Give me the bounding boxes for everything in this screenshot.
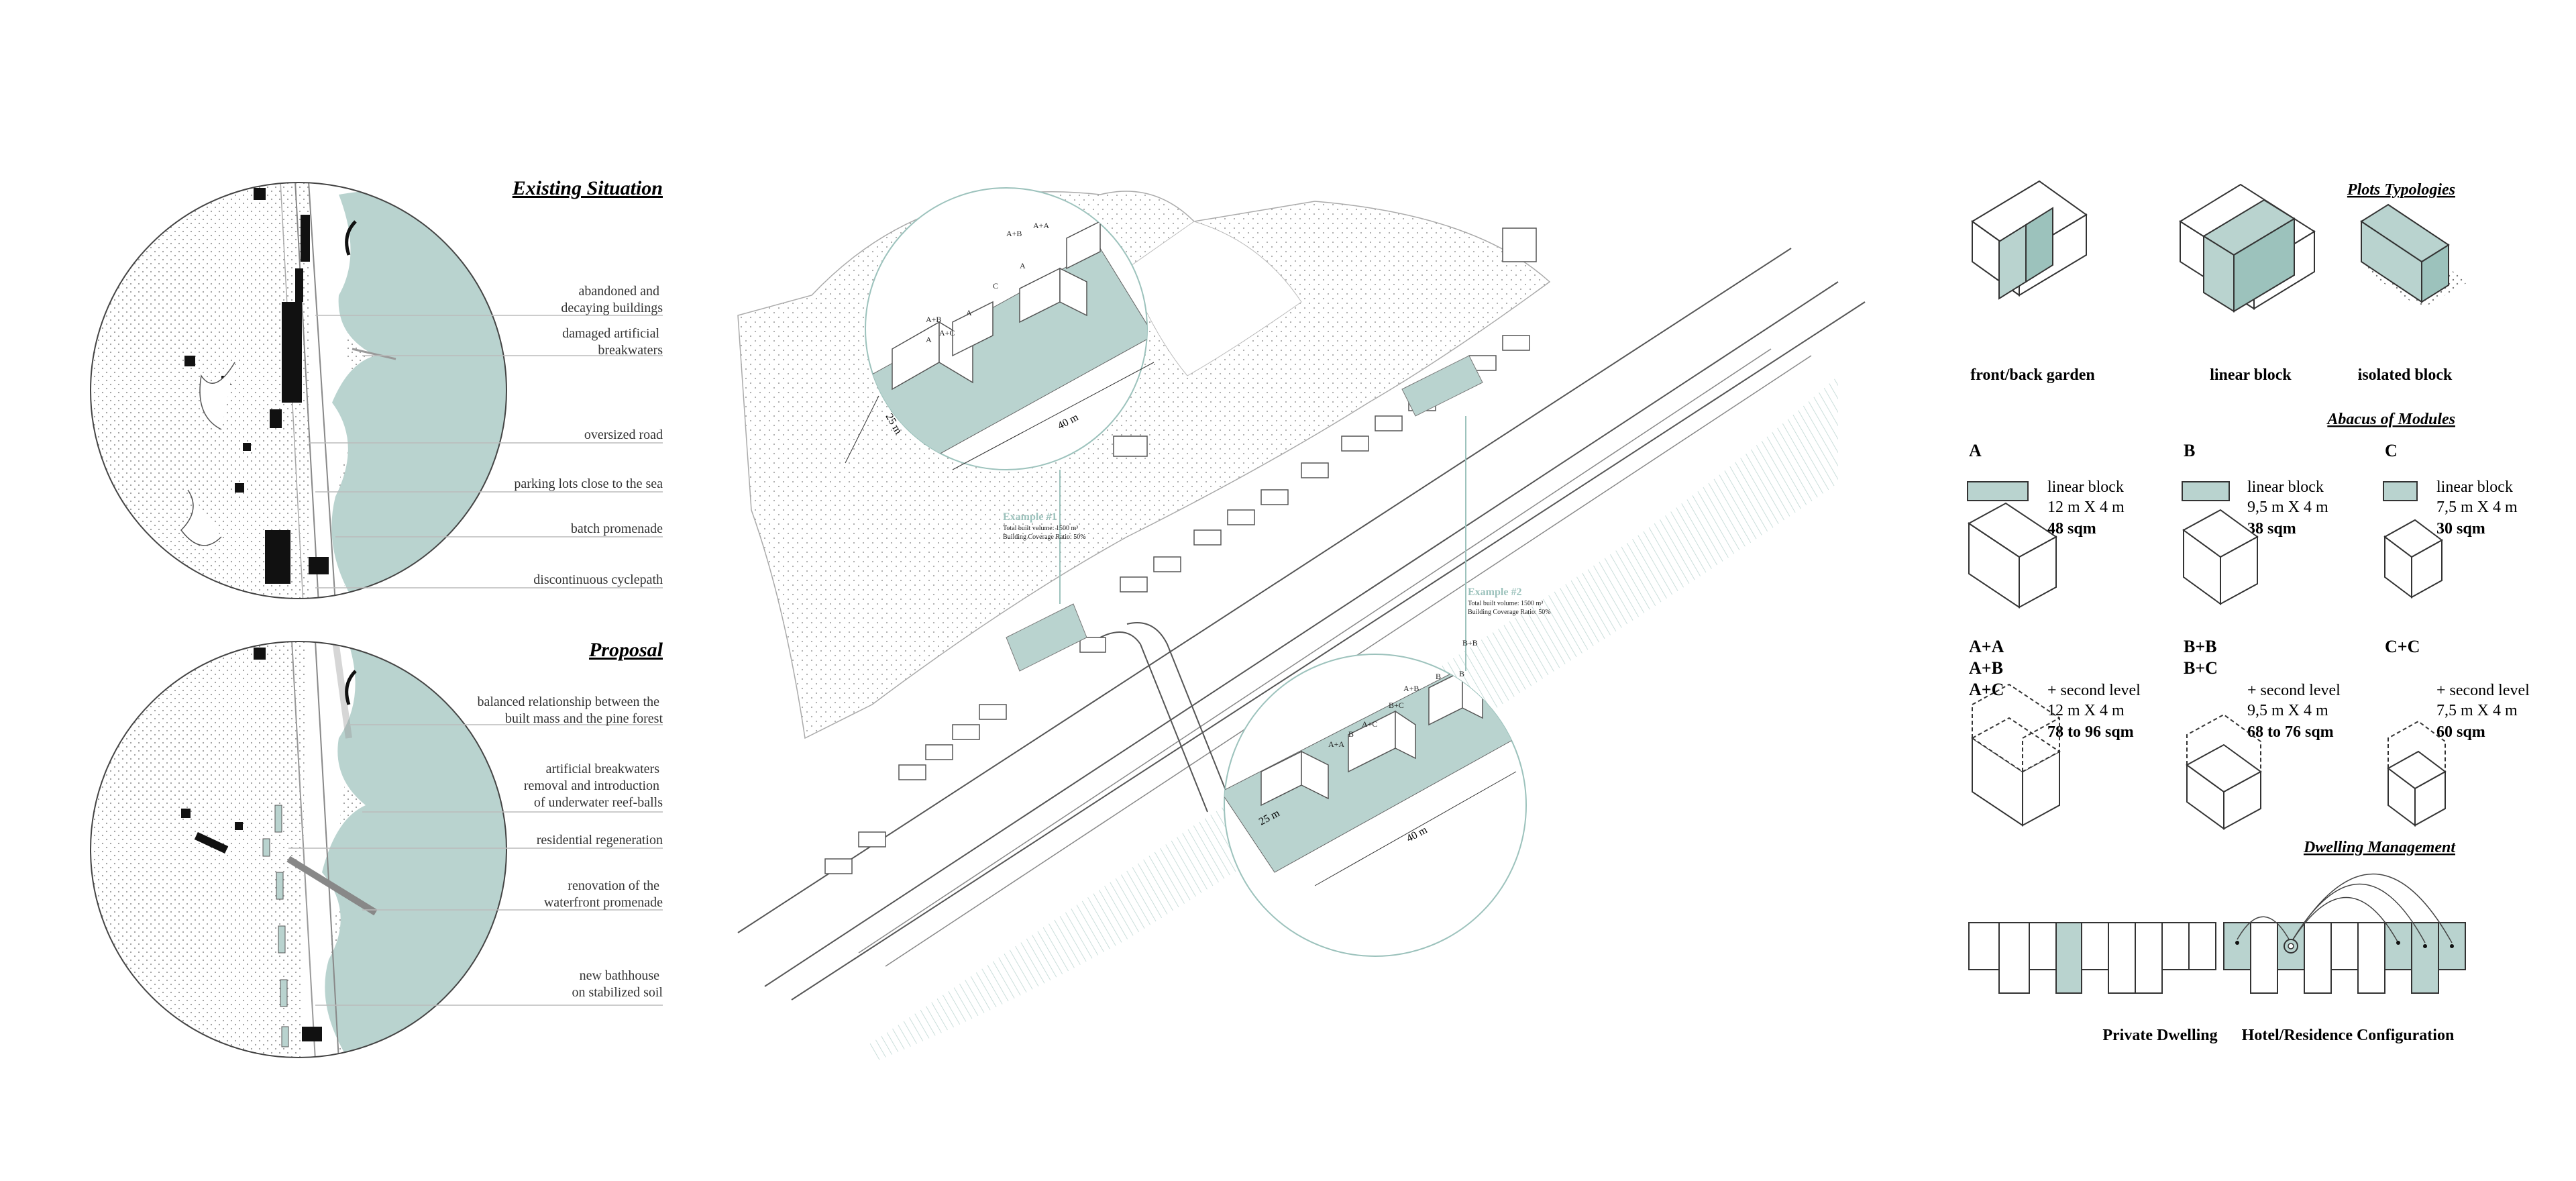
module-a-letter: A (1969, 441, 1982, 460)
combo-b-code-2: B+C (2184, 658, 2218, 678)
module-a-area: 48 sqm (2047, 520, 2096, 537)
proposal-map (90, 641, 507, 1058)
proposal-note-3: residential regeneration (537, 833, 663, 848)
existing-annotations: abandoned and decaying buildings damaged… (309, 284, 663, 588)
plots-title: Plots Typologies (2347, 181, 2455, 199)
ex2-title: Example #2 (1468, 586, 1521, 598)
existing-note-2: damaged artificial breakwaters (562, 326, 663, 358)
combo-b-area: 68 to 76 sqm (2247, 723, 2334, 741)
ex2-mod-label-8: A+A (1328, 739, 1344, 749)
ex1-mod-label-1: A+B (1006, 229, 1022, 238)
ex2-line1: Total built volume: 1500 m³ (1468, 600, 1543, 607)
plot-linear-block-diagram (2179, 183, 2316, 313)
module-a-block (1968, 502, 2057, 609)
module-b-block (2182, 509, 2259, 605)
existing-buildings (824, 227, 1537, 874)
ex1-mod-label-5: A (966, 308, 972, 317)
combo-b-block (2186, 713, 2262, 830)
ex1-title: Example #1 (1003, 511, 1057, 523)
proposal-note-2: artificial breakwaters removal and intro… (524, 762, 663, 810)
hotel-configuration-diagram (2223, 873, 2466, 994)
ex2-mod-label-7: B (1348, 729, 1354, 739)
combo-c-block (2387, 720, 2447, 827)
ex1-mod-label-4: A (1020, 261, 1026, 270)
module-c-block (2383, 519, 2443, 599)
combo-c-size: 7,5 m X 4 m (2436, 702, 2518, 719)
existing-title: Existing Situation (512, 177, 663, 199)
combo-a-size: 12 m X 4 m (2047, 702, 2125, 719)
existing-note-4: parking lots close to the sea (514, 476, 663, 491)
proposal-note-1: balanced relationship between the built … (477, 695, 663, 726)
combo-c-area: 60 sqm (2436, 723, 2485, 741)
module-c-area: 30 sqm (2436, 520, 2485, 537)
ex2-line2: Building Coverage Ratio: 50% (1468, 609, 1551, 616)
ex1-mod-label-3: C (993, 281, 998, 291)
combo-a-area: 78 to 96 sqm (2047, 723, 2134, 741)
combo-c-code-1: C+C (2385, 637, 2420, 656)
combo-c-type: + second level (2436, 682, 2530, 699)
existing-map (90, 182, 507, 599)
ex2-mod-label-1: B+B (1462, 638, 1478, 648)
module-b-size: 9,5 m X 4 m (2247, 499, 2328, 516)
ex1-line1: Total built volume: 1500 m³ (1003, 525, 1078, 532)
module-c-type: linear block (2436, 478, 2513, 496)
ex2-mod-label-6: A+C (1362, 719, 1377, 729)
module-b-type: linear block (2247, 478, 2324, 496)
plot-label-1: front/back garden (1970, 366, 2095, 384)
existing-note-6: discontinuous cyclepath (533, 572, 663, 587)
ex1-line2: Building Coverage Ratio: 50% (1003, 533, 1086, 541)
dwelling-title: Dwelling Management (2303, 839, 2456, 856)
typologies-panel: Plots Typologies front/back garden linea… (1967, 180, 2530, 1044)
coastal-road (737, 248, 1866, 1000)
combo-b-code-1: B+B (2184, 637, 2217, 656)
example2-circle: B+B B B A+B B+C A+C B A+A 25 m 40 m (1224, 638, 1527, 957)
site-maps-panel: Existing Situation abandoned and decayin… (90, 177, 663, 1058)
ex2-mod-label-4: A+B (1403, 684, 1419, 693)
module-a-swatch (1967, 481, 2029, 501)
existing-note-3: oversized road (584, 427, 663, 442)
plot-label-3: isolated block (2358, 366, 2453, 384)
plot-isolated-block-diagram (2360, 203, 2469, 309)
module-a-size: 12 m X 4 m (2047, 499, 2125, 516)
combo-a-code-2: A+B (1969, 658, 2003, 678)
module-c-letter: C (2385, 441, 2398, 460)
ex2-mod-label-5: B+C (1389, 701, 1404, 710)
sea (865, 376, 1838, 1060)
combo-a-code-1: A+A (1969, 637, 2004, 656)
plot-front-back-garden-diagram (1971, 180, 2088, 300)
example1-circle: A+B A+A C A A A+B A+C A 25 m 40 m (845, 187, 1155, 470)
module-a-type: linear block (2047, 478, 2124, 496)
existing-note-1: abandoned and decaying buildings (561, 284, 663, 315)
plot-highlights (1006, 355, 1483, 672)
module-b-letter: B (2184, 441, 2195, 460)
private-dwelling-diagram (1968, 922, 2216, 994)
abacus-title: Abacus of Modules (2326, 411, 2455, 428)
ex1-mod-label-2: A+A (1033, 221, 1049, 230)
ex2-mod-label-3: B (1436, 672, 1441, 681)
module-c-size: 7,5 m X 4 m (2436, 499, 2518, 516)
axonometric-panel: A+B A+A C A A A+B A+C A 25 m 40 m Exampl… (737, 187, 1866, 1060)
combo-a-code-3: A+C (1969, 680, 2004, 699)
proposal-annotations: balanced relationship between the built … (288, 695, 663, 1006)
ex2-mod-label-2: B (1459, 669, 1464, 678)
private-dwelling-label: Private Dwelling (2102, 1027, 2217, 1044)
ex1-mod-label-7: A+C (939, 328, 955, 338)
proposal-note-5: new bathhouse on stabilized soil (572, 968, 663, 1000)
ex1-mod-label-8: A (926, 335, 932, 344)
module-b-swatch (2182, 481, 2230, 501)
pine-forest (737, 191, 1551, 739)
hotel-configuration-label: Hotel/Residence Configuration (2242, 1027, 2455, 1044)
combo-b-size: 9,5 m X 4 m (2247, 702, 2328, 719)
proposal-note-4: renovation of the waterfront promenade (544, 878, 663, 910)
ex1-mod-label-6: A+B (926, 315, 941, 324)
combo-a-type: + second level (2047, 682, 2141, 699)
module-c-swatch (2383, 481, 2418, 501)
plot-label-2: linear block (2210, 366, 2292, 384)
existing-note-5: batch promenade (571, 521, 663, 536)
combo-a-block (1971, 683, 2061, 827)
combo-b-type: + second level (2247, 682, 2341, 699)
proposal-title: Proposal (588, 639, 663, 661)
